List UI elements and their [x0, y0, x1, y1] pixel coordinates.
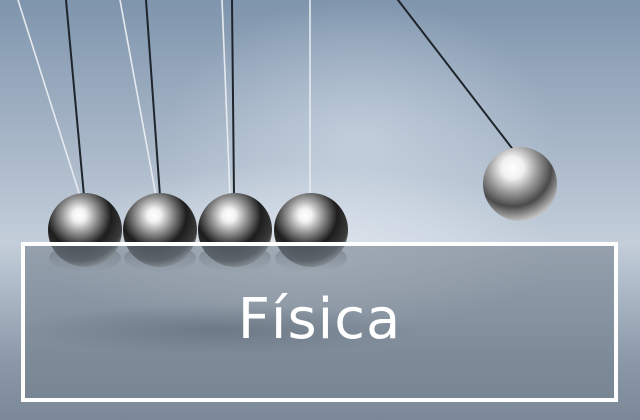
string	[65, 0, 85, 197]
caption-frame: Física	[21, 242, 618, 402]
string	[221, 0, 231, 197]
string	[17, 0, 81, 197]
string	[145, 0, 161, 197]
string	[119, 0, 157, 197]
swinging-ball	[483, 147, 557, 221]
string	[397, 0, 519, 157]
string	[231, 0, 235, 197]
caption-title: Física	[237, 287, 402, 352]
strings	[17, 0, 519, 197]
